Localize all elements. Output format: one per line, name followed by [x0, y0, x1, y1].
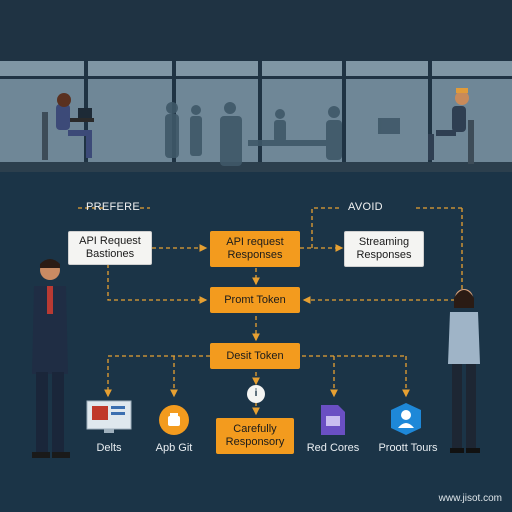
info-glyph: i — [254, 388, 258, 399]
man-seated-figure — [428, 88, 474, 164]
monitor-icon — [86, 400, 132, 433]
streaming-responses-node: Streaming Responses — [344, 231, 424, 267]
carefully-responsory-node: Carefully Responsory — [216, 418, 294, 454]
desit-token-node: Desit Token — [210, 343, 300, 369]
prefer-header: PREFERE — [86, 201, 141, 213]
red-cores-icon — [321, 405, 345, 435]
background-silhouettes — [165, 102, 400, 166]
api-request-batches-node: API Request Bastiones — [68, 231, 152, 265]
app-git-label: Apb Git — [155, 442, 193, 454]
info-icon — [247, 385, 265, 403]
red-cores-label: Red Cores — [306, 442, 360, 454]
profile-icon — [391, 403, 421, 435]
profit-tours-label: Proott Tours — [378, 442, 438, 454]
watermark: www.jisot.com — [438, 493, 502, 504]
avoid-connector — [311, 207, 340, 248]
woman-seated-figure — [42, 93, 94, 160]
api-request-responses-node: API request Responses — [210, 231, 300, 267]
businessman-figure — [32, 259, 70, 458]
delts-label: Delts — [96, 442, 122, 454]
office-scene — [0, 0, 512, 172]
businesswoman-figure — [448, 289, 480, 453]
prompt-token-node: Promt Token — [210, 287, 300, 313]
avoid-header: AVOID — [348, 201, 383, 213]
app-kit-icon — [159, 405, 189, 435]
